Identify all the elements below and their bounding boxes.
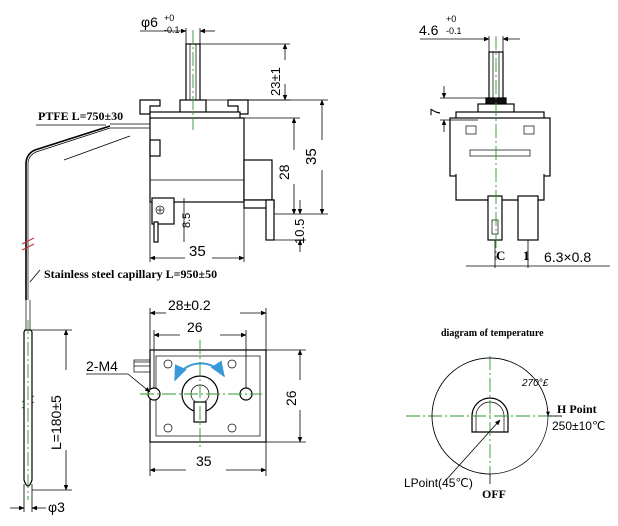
side-base-height-label: 10.5: [292, 219, 307, 244]
front-view: 4.6 +0 -0.1 7 C 1 6.3×0.8: [419, 14, 610, 268]
bottom-view: 28±0.2 26 2-M4 26 35: [86, 297, 306, 476]
screw-label: 2-M4: [86, 358, 118, 374]
front-body: [449, 117, 551, 177]
mount-spacing-label: 28±0.2: [168, 297, 211, 313]
front-flat-label: 7: [427, 108, 443, 116]
capillary-assembly: PTFE L=750±30 Stainless steel capillary …: [10, 109, 217, 515]
ptfe-label: PTFE L=750±30: [38, 109, 123, 123]
front-shaft-tol-upper: +0: [446, 14, 456, 24]
terminal-1-label: 1: [523, 248, 530, 263]
bottom-height-label: 26: [283, 390, 299, 406]
thermostat-body: [149, 117, 245, 203]
h-point-label: H Point: [557, 402, 597, 416]
front-shaft-dia-label: 4.6: [419, 22, 439, 38]
angle-label: 270°£: [521, 378, 549, 389]
front-shaft-tol-lower: -0.1: [446, 26, 462, 36]
bulb-length-label: L=180±5: [48, 395, 64, 450]
temperature-diagram: diagram of temperature 270°£ H Point 250…: [404, 328, 605, 501]
side-width-label: 35: [189, 243, 206, 260]
side-view: φ6 +0 -0.1 23±1 35 28 10.5 8.5 35: [110, 13, 328, 262]
terminal-c-label: C: [496, 248, 505, 263]
side-shaft-tol-upper: +0: [164, 13, 174, 23]
side-terminal-label: 8.5: [181, 213, 193, 228]
bottom-width-label: 35: [196, 453, 212, 469]
side-shaft-height-label: 23±1: [268, 67, 283, 96]
bulb-dia-label: φ3: [48, 499, 65, 515]
capillary-label: Stainless steel capillary L=950±50: [44, 267, 217, 281]
inner-width-label: 26: [187, 319, 203, 335]
rotation-arrow-icon: [174, 360, 225, 382]
h-point-temp: 250±10℃: [552, 419, 605, 433]
terminal-size-label: 6.3×0.8: [544, 249, 591, 265]
side-shaft-tol-lower: -0.1: [164, 25, 180, 35]
side-body-height-label: 35: [303, 148, 320, 165]
side-mid-height-label: 28: [276, 164, 292, 180]
side-shaft-dia-label: φ6: [141, 14, 158, 30]
ground-terminal-icon: [155, 205, 165, 215]
off-label: OFF: [482, 487, 506, 501]
temperature-diagram-title: diagram of temperature: [441, 328, 544, 339]
l-point-label: LPoint(45℃): [404, 476, 473, 490]
